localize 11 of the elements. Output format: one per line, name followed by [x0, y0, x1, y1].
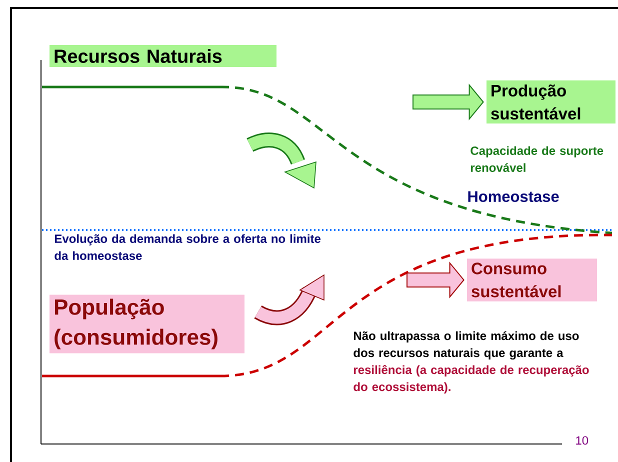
annotation-text: Capacidade de suporte renovável	[470, 146, 604, 172]
outcome-box: Produção sustentável	[486, 80, 616, 124]
population-box: População (consumidores)	[50, 294, 244, 354]
page-number: 10	[576, 436, 588, 445]
annotation-text: Homeostase	[468, 191, 559, 202]
title-box: Recursos Naturais	[50, 45, 276, 67]
note-text: Não ultrapassa o limite máximo de uso dos recursos naturais que garante a resiliência (a capacidade de recuperação do ecossistema).	[354, 331, 589, 394]
block-arrow	[412, 84, 484, 120]
outcome-box: Consumo sustentável	[467, 258, 597, 302]
block-arrow	[406, 262, 464, 298]
annotation-text: Evolução da demanda sobre a oferta no limite da homeostase	[54, 234, 320, 260]
